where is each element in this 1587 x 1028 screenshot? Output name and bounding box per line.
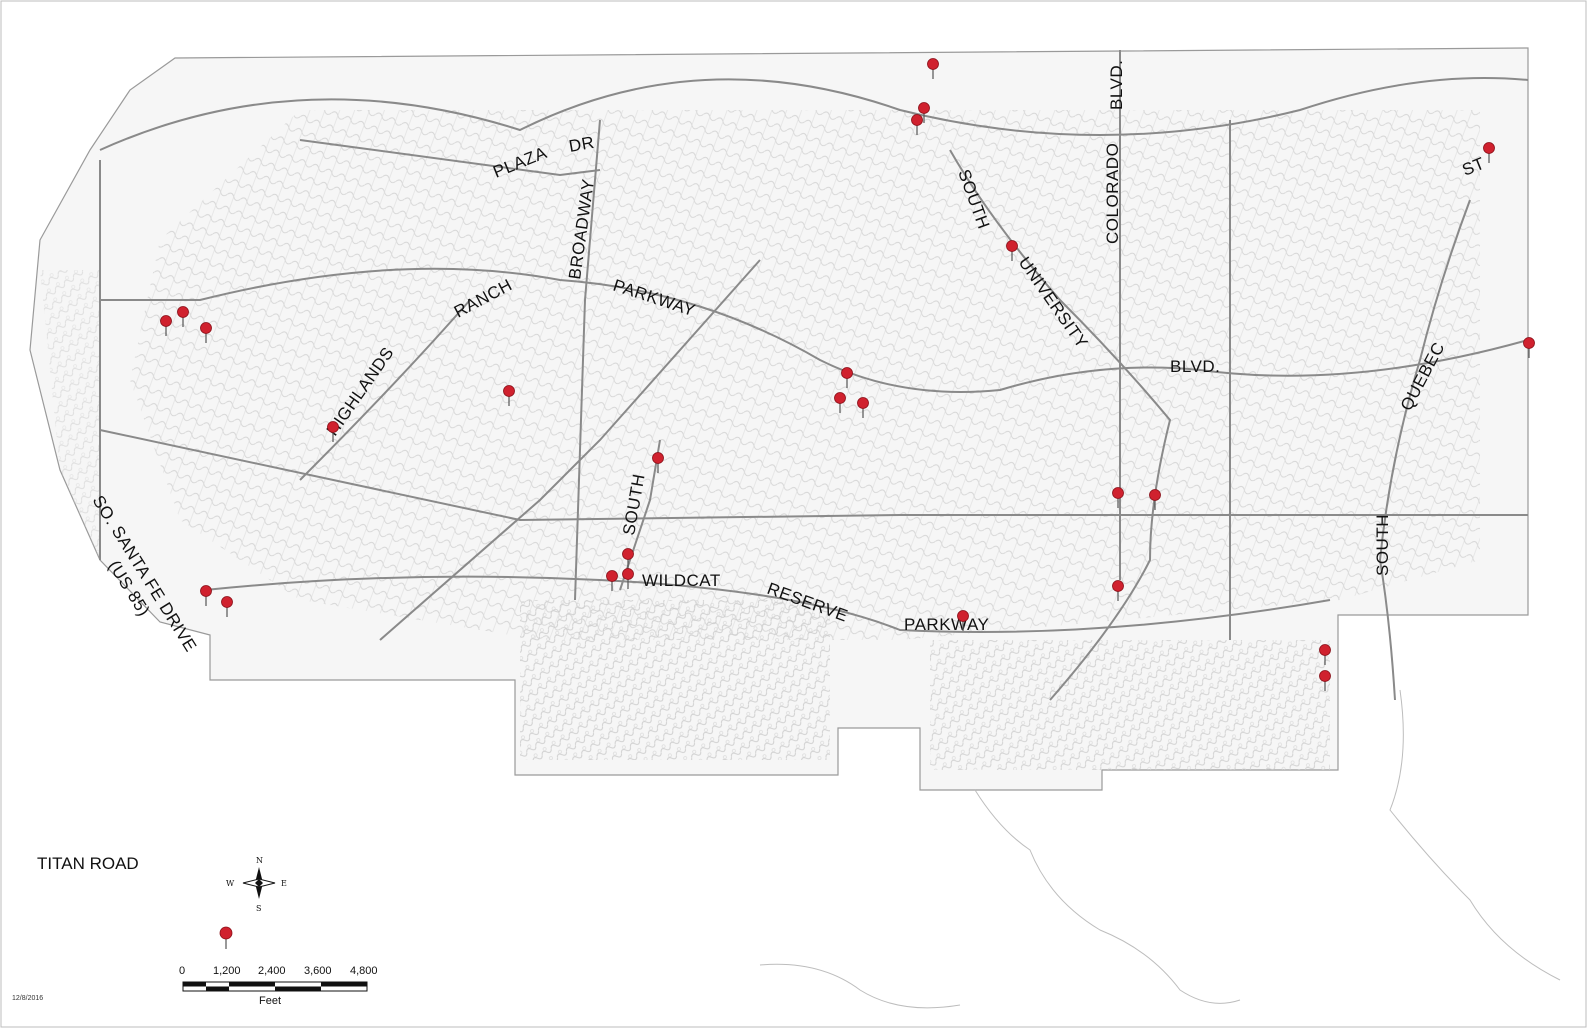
red-map-pin-icon[interactable] (503, 385, 515, 407)
red-map-pin-icon[interactable] (1319, 670, 1331, 692)
red-map-pin-icon[interactable] (927, 58, 939, 80)
scale-tick-4: 4,800 (350, 965, 378, 977)
red-map-pin-icon[interactable] (652, 452, 664, 474)
label-colorado-blvd: BLVD. (1107, 60, 1126, 110)
red-map-pin-icon[interactable] (1149, 489, 1161, 511)
label-south-quebec: SOUTH (1373, 514, 1392, 576)
creek (759, 689, 1561, 1009)
marker-layer (160, 58, 1535, 692)
red-map-pin-icon[interactable] (327, 421, 339, 443)
label-parkway-south: PARKWAY (904, 615, 989, 634)
red-map-pin-icon[interactable] (622, 568, 634, 590)
scale-tick-0: 0 (179, 965, 185, 977)
red-map-pin-icon[interactable] (622, 548, 634, 570)
compass-e: E (281, 879, 287, 888)
scale-tick-3: 3,600 (304, 965, 332, 977)
red-map-pin-icon[interactable] (177, 306, 189, 328)
red-map-pin-icon[interactable] (1112, 487, 1124, 509)
red-map-pin-icon[interactable] (911, 114, 923, 136)
red-map-pin-icon[interactable] (1483, 142, 1495, 164)
red-map-pin-icon[interactable] (1523, 337, 1535, 359)
label-blvd-university: BLVD. (1170, 357, 1220, 376)
red-map-pin-icon[interactable] (200, 322, 212, 344)
red-map-pin-icon[interactable] (857, 397, 869, 419)
study-area (29, 47, 1529, 791)
scale-tick-2: 2,400 (258, 965, 286, 977)
red-map-pin-icon[interactable] (200, 585, 212, 607)
red-map-pin-icon[interactable] (221, 596, 233, 618)
scale-bar: 0 1,200 2,400 3,600 4,800 Feet (179, 965, 378, 1007)
compass-w: W (226, 879, 235, 888)
label-wildcat: WILDCAT (642, 571, 721, 590)
red-map-pin-icon[interactable] (957, 610, 969, 632)
red-map-pin-icon[interactable] (841, 367, 853, 389)
legend-marker-icon (219, 926, 233, 949)
red-map-pin-icon[interactable] (1319, 644, 1331, 666)
red-map-pin-icon[interactable] (1006, 240, 1018, 262)
compass-s: S (256, 904, 261, 913)
scale-unit: Feet (259, 995, 281, 1007)
compass-rose: N S E W (226, 856, 287, 913)
map-date: 12/8/2016 (12, 995, 44, 1002)
red-map-pin-icon[interactable] (918, 102, 930, 124)
label-dr: DR (567, 133, 595, 156)
red-map-pin-icon[interactable] (1112, 580, 1124, 602)
red-map-pin-icon[interactable] (160, 315, 172, 337)
red-map-pin-icon[interactable] (834, 392, 846, 414)
scale-tick-1: 1,200 (213, 965, 241, 977)
label-colorado: COLORADO (1103, 143, 1122, 244)
red-map-pin-icon[interactable] (606, 570, 618, 592)
compass-n: N (256, 856, 263, 865)
legend-title: TITAN ROAD (37, 854, 139, 873)
